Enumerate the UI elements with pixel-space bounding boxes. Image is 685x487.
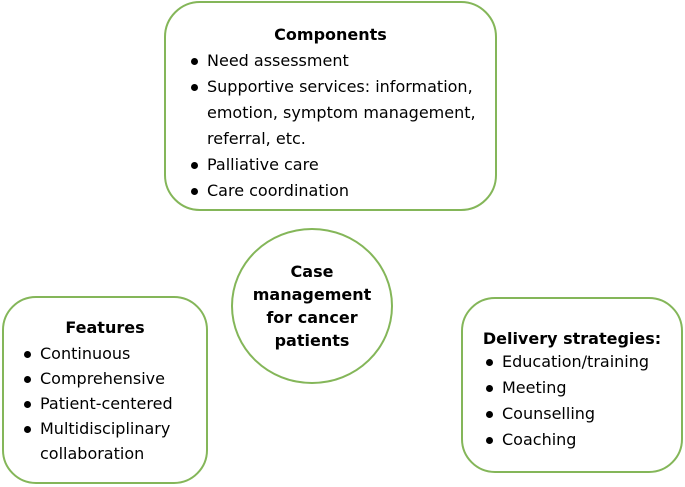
delivery-title: Delivery strategies: (482, 329, 662, 348)
center-ellipse: Case management for cancer patients (231, 228, 393, 384)
features-box: Features Continuous Comprehensive Patien… (2, 296, 208, 484)
bullet-icon (486, 411, 493, 418)
bullet-icon (24, 401, 31, 408)
features-item: Patient-centered (22, 391, 207, 416)
delivery-list: Education/training Meeting Counselling C… (484, 349, 682, 453)
delivery-item: Counselling (484, 401, 682, 427)
delivery-strategies-box: Delivery strategies: Education/training … (461, 297, 683, 473)
features-item: Comprehensive (22, 366, 207, 391)
bullet-icon (24, 426, 31, 433)
features-item: Multidisciplinary collaboration (22, 416, 207, 466)
bullet-icon (24, 351, 31, 358)
components-title: Components (274, 25, 387, 44)
bullet-icon (191, 58, 198, 65)
components-item: Supportive services: information, emotio… (189, 74, 489, 152)
features-title: Features (65, 318, 145, 337)
bullet-icon (191, 188, 198, 195)
components-item: Care coordination (189, 178, 489, 204)
bullet-icon (486, 359, 493, 366)
delivery-item: Education/training (484, 349, 682, 375)
bullet-icon (486, 437, 493, 444)
components-item: Need assessment (189, 48, 489, 74)
bullet-icon (486, 385, 493, 392)
features-item: Continuous (22, 341, 207, 366)
bullet-icon (191, 84, 198, 91)
bullet-icon (191, 162, 198, 169)
delivery-item: Coaching (484, 427, 682, 453)
components-box: Components Need assessment Supportive se… (164, 1, 497, 211)
features-list: Continuous Comprehensive Patient-centere… (22, 341, 207, 466)
bullet-icon (24, 376, 31, 383)
center-title: Case management for cancer patients (252, 262, 372, 350)
delivery-item: Meeting (484, 375, 682, 401)
components-list: Need assessment Supportive services: inf… (189, 48, 489, 204)
components-item: Palliative care (189, 152, 489, 178)
